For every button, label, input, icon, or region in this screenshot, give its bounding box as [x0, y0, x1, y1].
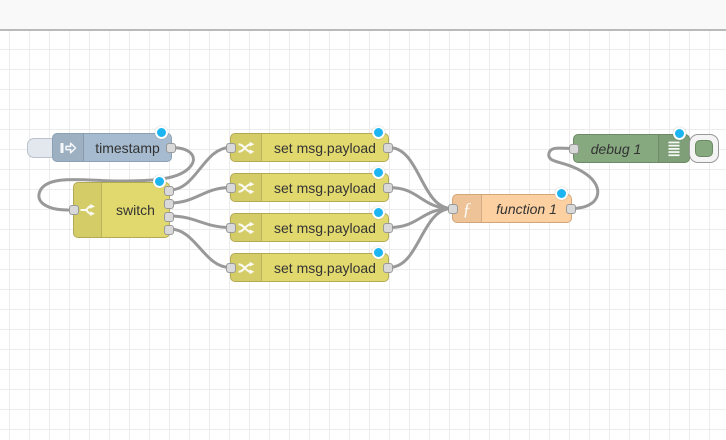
input-port[interactable] — [69, 205, 79, 215]
wire-timestamp-to-switch[interactable] — [37, 146, 195, 212]
output-port-2[interactable] — [164, 199, 174, 209]
output-port[interactable] — [383, 142, 393, 153]
node-label-change-4: set msg.payload — [274, 259, 376, 276]
node-label-switch: switch — [116, 202, 155, 218]
inject-arrow-icon — [53, 134, 84, 161]
changed-indicator — [673, 127, 686, 140]
output-port[interactable] — [383, 222, 393, 233]
output-port-3[interactable] — [164, 212, 174, 222]
output-port[interactable] — [383, 262, 393, 273]
node-label-function-1: function 1 — [496, 200, 557, 217]
output-port-1[interactable] — [164, 186, 174, 196]
input-port[interactable] — [569, 143, 579, 154]
change-shuffle-icon — [231, 134, 262, 161]
node-inject-timestamp[interactable]: timestamp — [52, 126, 176, 162]
input-port[interactable] — [226, 222, 236, 233]
node-function-1[interactable]: ƒ function 1 — [448, 187, 576, 223]
change-shuffle-icon — [231, 174, 262, 201]
node-label-change-2: set msg.payload — [274, 179, 376, 196]
changed-indicator — [153, 175, 166, 188]
wire-change4-to-function[interactable] — [387, 207, 454, 269]
node-change-4[interactable]: set msg.payload — [226, 246, 393, 282]
wire-switch2-to-change2[interactable] — [168, 186, 232, 205]
input-port[interactable] — [226, 142, 236, 153]
changed-indicator — [372, 206, 385, 219]
debug-toggle-button[interactable] — [689, 134, 719, 163]
node-label-timestamp: timestamp — [95, 139, 160, 156]
node-label-debug-1: debug 1 — [590, 140, 642, 157]
wire-switch3-to-change3[interactable] — [168, 214, 232, 229]
output-port[interactable] — [566, 203, 576, 214]
node-label-change-1: set msg.payload — [274, 139, 376, 156]
changed-indicator — [372, 126, 385, 139]
node-debug-1[interactable]: debug 1 — [569, 127, 690, 163]
input-port[interactable] — [448, 203, 458, 214]
node-change-3[interactable]: set msg.payload — [226, 206, 393, 242]
input-port[interactable] — [226, 262, 236, 273]
node-label-change-3: set msg.payload — [274, 219, 376, 236]
wire-function-to-debug[interactable] — [547, 146, 600, 210]
change-shuffle-icon — [231, 214, 262, 241]
output-port[interactable] — [383, 182, 393, 193]
debug-lines-icon — [658, 135, 689, 162]
function-glyph: ƒ — [462, 198, 472, 219]
changed-indicator — [155, 126, 168, 139]
changed-indicator — [555, 187, 568, 200]
node-change-1[interactable]: set msg.payload — [226, 126, 393, 162]
wire-switch4-to-change4[interactable] — [168, 227, 232, 269]
output-port[interactable] — [166, 142, 176, 153]
output-port-4[interactable] — [164, 225, 174, 235]
node-switch[interactable]: switch — [69, 175, 174, 238]
input-port[interactable] — [226, 182, 236, 193]
debug-toggle-button-inner — [695, 140, 713, 157]
workspace-header-strip — [0, 0, 726, 31]
wire-change1-to-function[interactable] — [387, 146, 454, 210]
changed-indicator — [372, 166, 385, 179]
wire-switch1-to-change1[interactable] — [168, 146, 232, 192]
changed-indicator — [372, 246, 385, 259]
node-change-2[interactable]: set msg.payload — [226, 166, 393, 202]
change-shuffle-icon — [231, 254, 262, 281]
